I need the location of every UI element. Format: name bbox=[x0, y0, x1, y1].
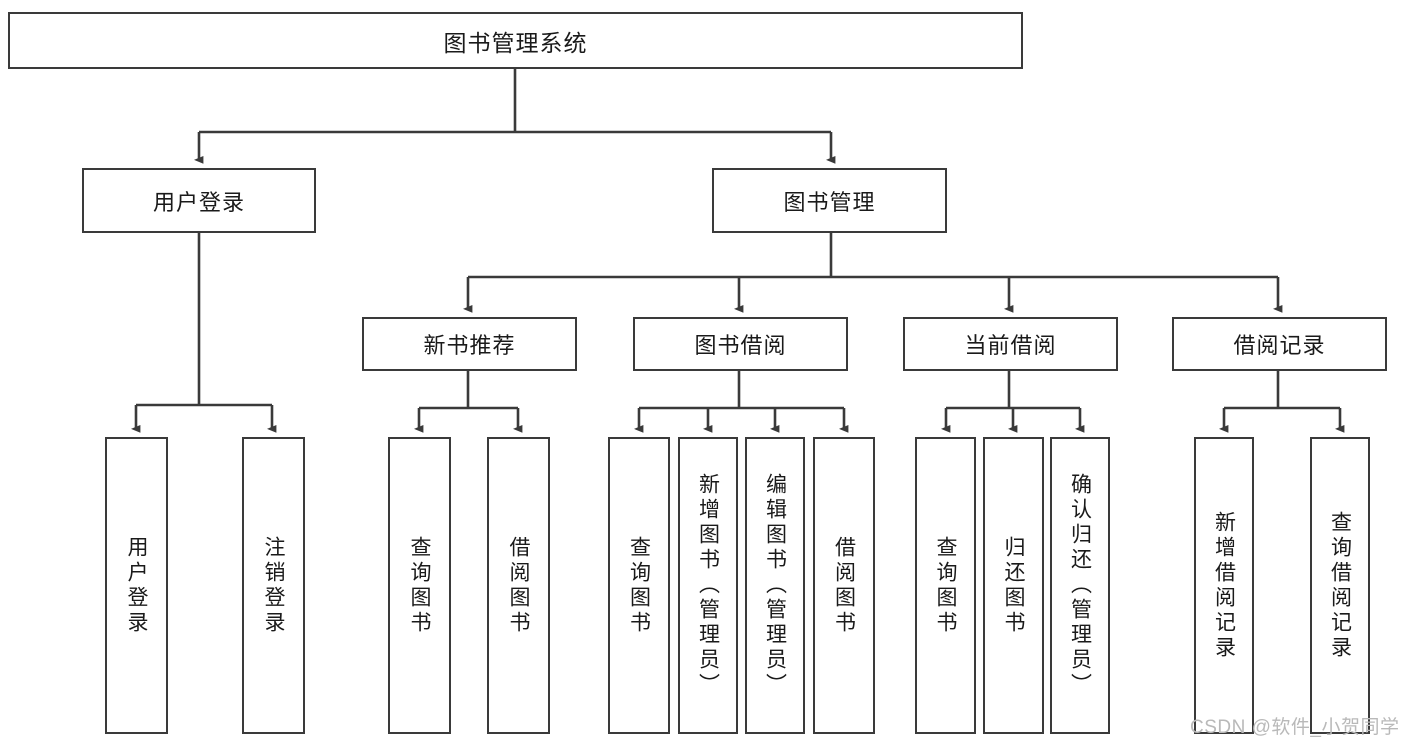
node-root[interactable]: 图书管理系统 bbox=[8, 12, 1023, 69]
leaf-confirm-return-admin[interactable]: 确认归还（管理员） bbox=[1050, 437, 1110, 734]
node-label: 编辑图书（管理员） bbox=[763, 473, 787, 698]
leaf-query-book-current[interactable]: 查询图书 bbox=[915, 437, 976, 734]
node-label: 借阅图书 bbox=[832, 535, 856, 636]
leaf-edit-book-admin[interactable]: 编辑图书（管理员） bbox=[745, 437, 805, 734]
node-label: 图书管理系统 bbox=[443, 29, 588, 56]
leaf-query-book-recommend[interactable]: 查询图书 bbox=[388, 437, 451, 734]
node-new-book-recommend[interactable]: 新书推荐 bbox=[362, 317, 577, 371]
node-label: 查询图书 bbox=[627, 535, 651, 636]
leaf-add-borrow-record[interactable]: 新增借阅记录 bbox=[1194, 437, 1254, 734]
node-label: 注销登录 bbox=[262, 535, 285, 636]
leaf-return-book[interactable]: 归还图书 bbox=[983, 437, 1044, 734]
node-label: 用户登录 bbox=[125, 535, 148, 636]
node-book-management[interactable]: 图书管理 bbox=[712, 168, 947, 233]
node-label: 图书管理 bbox=[783, 189, 876, 215]
node-label: 用户登录 bbox=[152, 189, 245, 215]
node-label: 归还图书 bbox=[1002, 535, 1025, 636]
node-label: 新增借阅记录 bbox=[1212, 510, 1236, 661]
leaf-query-book-borrow[interactable]: 查询图书 bbox=[608, 437, 670, 734]
node-label: 借阅记录 bbox=[1233, 333, 1326, 358]
leaf-borrow-book[interactable]: 借阅图书 bbox=[813, 437, 875, 734]
leaf-borrow-book-recommend[interactable]: 借阅图书 bbox=[487, 437, 550, 734]
node-user-login[interactable]: 用户登录 bbox=[82, 168, 316, 233]
watermark: CSDN @软件_小贺同学 bbox=[1190, 717, 1400, 738]
node-book-borrow[interactable]: 图书借阅 bbox=[633, 317, 848, 371]
leaf-logout[interactable]: 注销登录 bbox=[242, 437, 305, 734]
leaf-query-borrow-record[interactable]: 查询借阅记录 bbox=[1310, 437, 1370, 734]
node-label: 查询借阅记录 bbox=[1328, 510, 1352, 661]
node-current-borrow[interactable]: 当前借阅 bbox=[903, 317, 1118, 371]
node-label: 当前借阅 bbox=[964, 333, 1057, 358]
node-label: 借阅图书 bbox=[507, 535, 530, 636]
node-label: 新增图书（管理员） bbox=[696, 473, 720, 698]
leaf-add-book-admin[interactable]: 新增图书（管理员） bbox=[678, 437, 738, 734]
node-label: 确认归还（管理员） bbox=[1068, 473, 1092, 698]
node-label: 查询图书 bbox=[934, 535, 957, 636]
node-label: 新书推荐 bbox=[423, 333, 516, 358]
node-label: 查询图书 bbox=[408, 535, 431, 636]
node-borrow-records[interactable]: 借阅记录 bbox=[1172, 317, 1387, 371]
node-label: 图书借阅 bbox=[694, 333, 787, 358]
leaf-user-login[interactable]: 用户登录 bbox=[105, 437, 168, 734]
